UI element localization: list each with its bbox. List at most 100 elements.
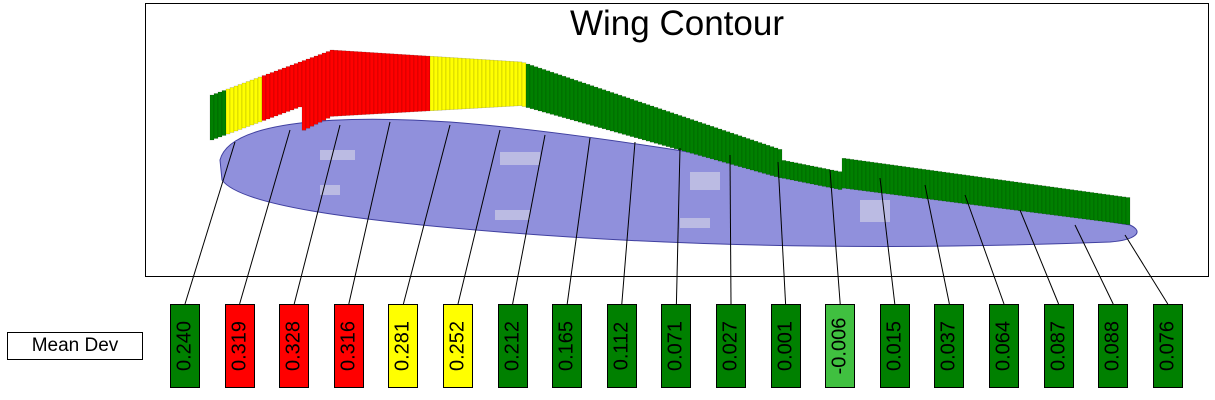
contour-rib: [329, 49, 335, 117]
contour-rib: [209, 94, 215, 141]
contour-rib: [921, 169, 927, 199]
contour-rib: [289, 64, 295, 111]
contour-rib: [313, 55, 319, 125]
contour-rib: [365, 52, 371, 115]
contour-rib: [1025, 183, 1031, 213]
contour-rib: [749, 139, 755, 171]
contour-rib: [1097, 193, 1103, 222]
contour-rib: [769, 146, 775, 176]
contour-rib: [801, 164, 807, 183]
deviation-value: 0.064: [992, 320, 1015, 372]
contour-rib: [793, 162, 799, 182]
contour-rib: [545, 70, 551, 114]
contour-rib: [733, 134, 739, 166]
deviation-label: 0.001: [770, 304, 801, 388]
leader-line: [239, 129, 291, 305]
contour-rib: [713, 127, 719, 161]
contour-rib: [805, 164, 811, 184]
contour-rib: [477, 59, 483, 109]
contour-rib: [997, 179, 1003, 209]
deviation-label: 0.027: [716, 304, 746, 388]
contour-rib: [541, 69, 547, 113]
contour-rib: [373, 52, 379, 115]
contour-rib: [593, 86, 599, 127]
contour-rib: [1013, 181, 1019, 211]
contour-rib: [333, 50, 339, 117]
contour-rib: [257, 76, 263, 123]
contour-rib: [945, 172, 951, 202]
leader-line: [675, 147, 681, 305]
contour-rib: [273, 70, 279, 117]
leader-line: [293, 124, 341, 305]
contour-rib: [609, 92, 615, 132]
contour-rib: [657, 108, 663, 145]
contour-rib: [237, 84, 243, 130]
contour-rib: [265, 73, 271, 120]
deviation-value: 0.212: [501, 320, 524, 372]
contour-rib: [601, 89, 607, 130]
contour-rib: [229, 87, 235, 133]
deviation-value: 0.015: [883, 320, 906, 372]
contour-rib: [617, 94, 623, 134]
contour-rib: [741, 136, 747, 169]
contour-rib: [677, 115, 683, 151]
deviation-value: 0.071: [664, 320, 687, 372]
deviation-value: 0.281: [391, 320, 414, 372]
contour-rib: [797, 163, 803, 182]
contour-rib: [485, 59, 491, 108]
wing-rib: [680, 218, 710, 228]
contour-rib: [865, 161, 871, 192]
leader-line: [729, 154, 732, 305]
contour-rib: [445, 57, 451, 111]
contour-rib: [521, 62, 527, 107]
wing-rib: [320, 185, 340, 195]
contour-rib: [489, 59, 495, 108]
deviation-label: 0.252: [443, 304, 473, 388]
contour-rib: [285, 66, 291, 112]
contour-rib: [481, 59, 487, 109]
contour-rib: [425, 55, 431, 112]
contour-rib: [1125, 197, 1131, 225]
contour-rib: [685, 117, 691, 153]
wing-rib: [500, 152, 540, 165]
contour-rib: [1105, 194, 1111, 223]
contour-rib: [369, 52, 375, 115]
contour-rib: [1081, 191, 1087, 220]
contour-rib: [1069, 189, 1075, 218]
contour-rib: [885, 164, 891, 195]
contour-rib: [905, 166, 911, 197]
contour-rib: [897, 165, 903, 196]
contour-rib: [669, 112, 675, 149]
contour-rib: [949, 172, 955, 203]
leader-line: [829, 169, 841, 305]
contour-rib: [325, 51, 331, 119]
contour-rib: [241, 82, 247, 129]
contour-rib: [337, 50, 343, 117]
leader-line: [566, 137, 591, 305]
contour-rib: [573, 80, 579, 122]
contour-rib: [985, 177, 991, 207]
contour-rib: [1101, 193, 1107, 222]
contour-rib: [853, 159, 859, 191]
contour-rib: [321, 52, 327, 121]
contour-rib: [589, 85, 595, 126]
contour-rib: [637, 101, 643, 140]
deviation-value: 0.165: [555, 320, 578, 372]
contour-rib: [381, 53, 387, 114]
contour-rib: [345, 50, 351, 116]
leader-line: [184, 141, 236, 305]
contour-rib: [301, 60, 307, 131]
contour-rib: [909, 167, 915, 198]
contour-rib: [497, 60, 503, 108]
contour-rib: [1053, 187, 1059, 216]
contour-rib: [517, 61, 523, 106]
contour-rib: [441, 56, 447, 111]
wing-rib: [495, 210, 530, 220]
deviation-label: 0.087: [1043, 304, 1074, 388]
contour-rib: [537, 67, 543, 112]
contour-rib: [1033, 184, 1039, 214]
contour-rib: [913, 167, 919, 198]
leader-line: [777, 161, 787, 305]
mean-dev-label: Mean Dev: [7, 332, 143, 360]
contour-rib: [809, 165, 815, 185]
